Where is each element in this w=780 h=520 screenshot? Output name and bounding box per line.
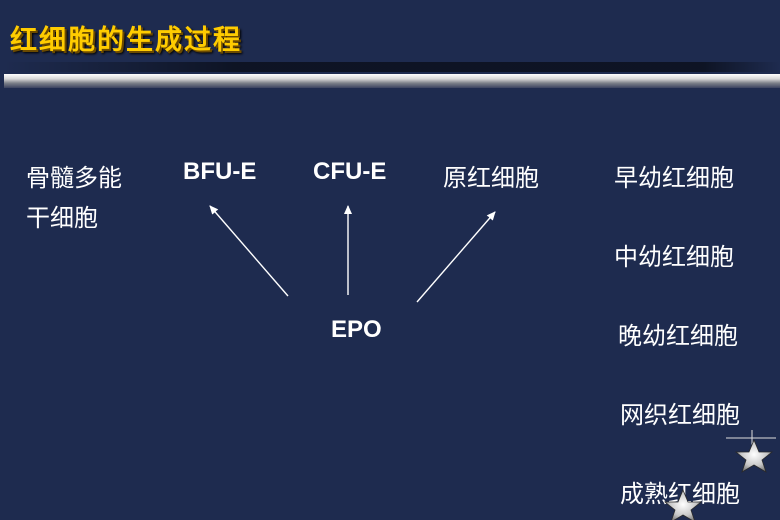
stem-cell-label-line1: 骨髓多能	[26, 164, 122, 192]
cfu-e-label: CFU-E	[313, 158, 387, 185]
arrow-epo-to-bfu-e	[209, 205, 289, 297]
star-icon	[726, 430, 776, 473]
stem-cell-label-line2: 干细胞	[26, 204, 98, 232]
reticulocyte-label: 网织红细胞	[620, 401, 740, 429]
early-erythroblast-label: 早幼红细胞	[614, 164, 734, 192]
arrow-epo-to-proerythroblast	[416, 211, 496, 303]
proerythroblast-label: 原红细胞	[443, 164, 539, 192]
bfu-e-label: BFU-E	[183, 158, 257, 185]
late-erythroblast-label: 晚幼红细胞	[618, 322, 738, 350]
epo-label: EPO	[331, 316, 382, 343]
title-divider-shadow	[4, 62, 780, 72]
intermediate-erythroblast-label: 中幼红细胞	[614, 243, 734, 271]
star-icon	[663, 488, 703, 520]
slide-title: 红细胞的生成过程	[10, 25, 242, 56]
title-divider	[4, 74, 780, 88]
